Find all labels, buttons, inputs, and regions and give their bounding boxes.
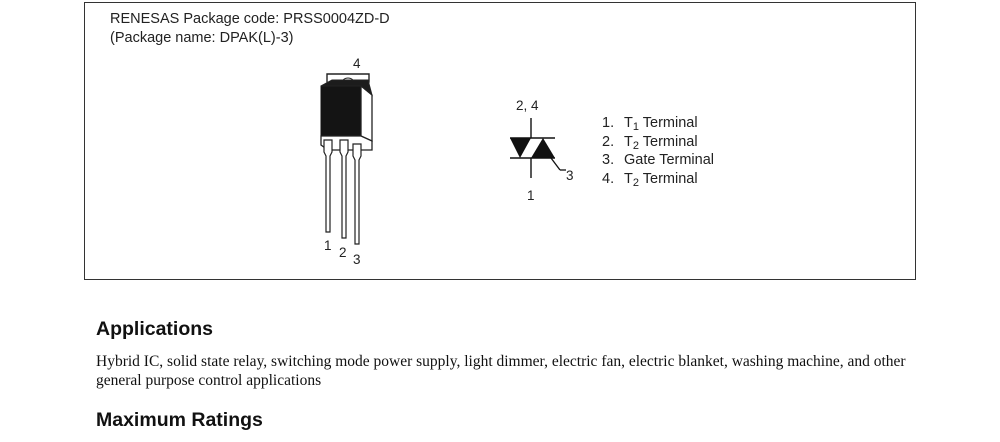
pin-label-1: 1 xyxy=(324,238,332,253)
terminal-list: 1.T1 Terminal 2.T2 Terminal 3.Gate Termi… xyxy=(602,114,714,188)
triac-diode-left xyxy=(510,138,531,158)
symbol-label-top: 2, 4 xyxy=(516,98,539,113)
triac-symbol xyxy=(510,118,566,178)
applications-text: Hybrid IC, solid state relay, switching … xyxy=(96,353,906,389)
terminal-item: 2.T2 Terminal xyxy=(602,133,698,152)
pin-label-tab: 4 xyxy=(353,56,361,71)
package-body-top xyxy=(320,79,373,97)
package-outline-box xyxy=(84,2,916,280)
lead-1 xyxy=(323,139,333,233)
symbol-label-bottom: 1 xyxy=(527,188,535,203)
package-name-line: (Package name: DPAK(L)-3) xyxy=(110,30,294,46)
lead-2 xyxy=(339,139,349,239)
terminal-item: 1.T1 Terminal xyxy=(602,115,698,133)
package-body xyxy=(320,85,362,137)
terminal-item: 4.T2 Terminal xyxy=(602,170,698,189)
lead-3 xyxy=(352,143,362,245)
triac-diode-right xyxy=(531,138,555,158)
package-drawing xyxy=(320,73,566,245)
package-code-line: RENESAS Package code: PRSS0004ZD-D xyxy=(110,11,390,27)
symbol-label-gate: 3 xyxy=(566,168,574,183)
pin-label-3: 3 xyxy=(353,252,361,267)
maximum-ratings-heading: Maximum Ratings xyxy=(96,409,263,431)
applications-heading: Applications xyxy=(96,318,214,340)
pin-label-2: 2 xyxy=(339,245,347,260)
terminal-item: 3.Gate Terminal xyxy=(602,152,714,168)
